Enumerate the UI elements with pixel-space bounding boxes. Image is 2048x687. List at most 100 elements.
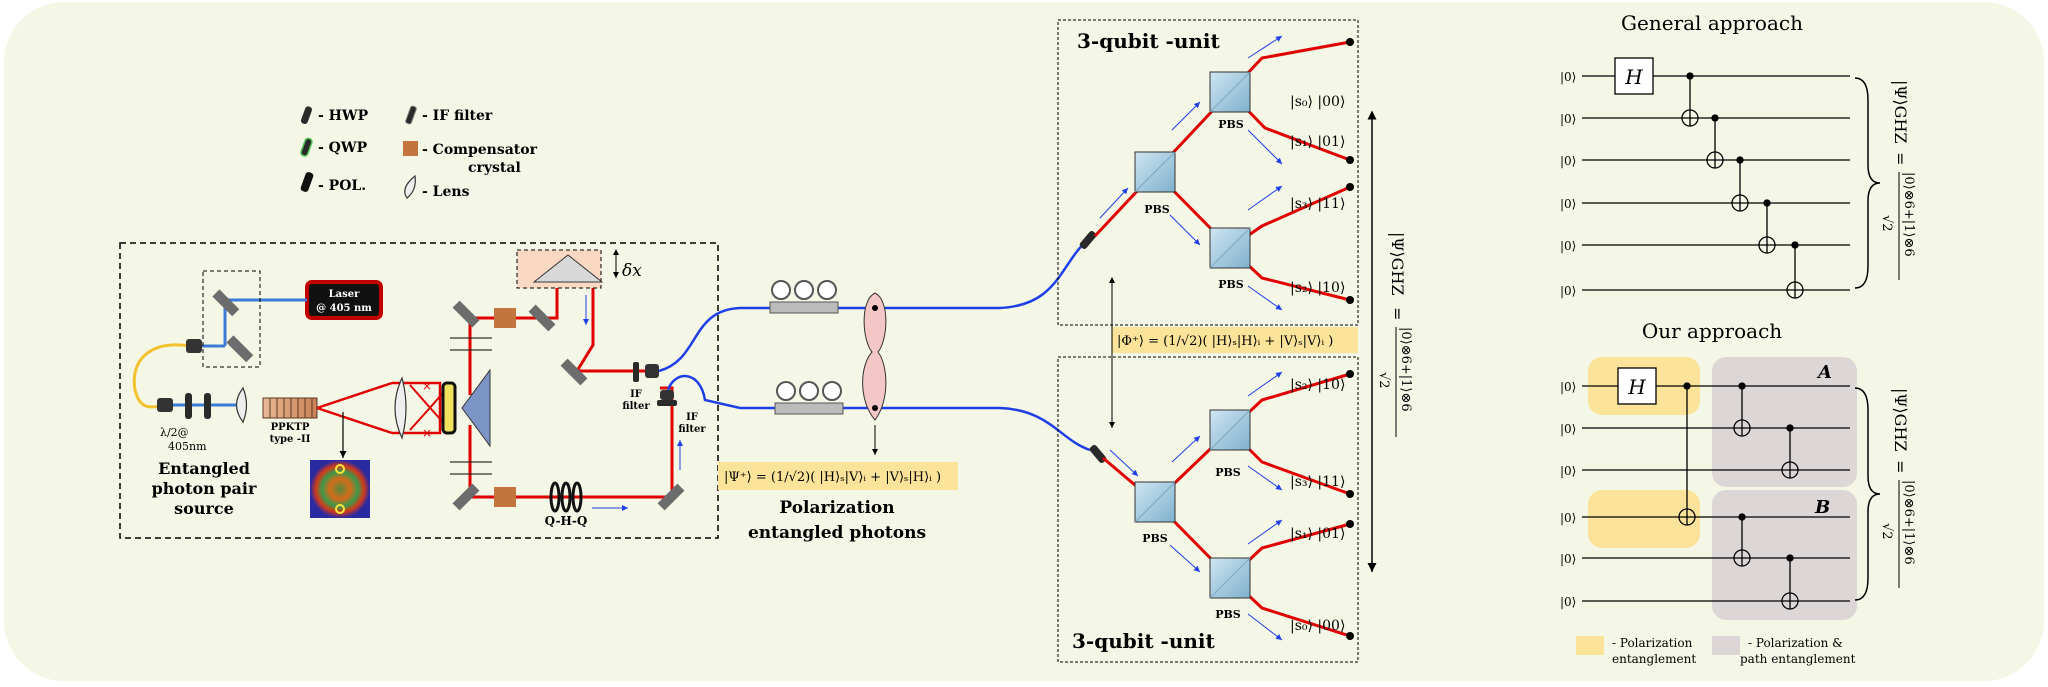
entanglement-shape bbox=[862, 292, 887, 421]
if-filter-bottom-label-2: filter bbox=[678, 424, 706, 435]
background-panel bbox=[4, 2, 2044, 681]
source-box bbox=[119, 242, 719, 539]
pol-legend-label: - POL. bbox=[318, 178, 366, 194]
top-unit-box bbox=[1057, 19, 1359, 326]
qhq-plate-1 bbox=[549, 481, 561, 513]
top-blue-arrow-1 bbox=[1099, 187, 1129, 219]
general-ket-1: |0⟩ bbox=[1560, 70, 1576, 84]
bottom-pbs-upper-label: PBS bbox=[1215, 466, 1241, 479]
general-ghz-eq: = bbox=[1891, 152, 1910, 165]
spdc-ring-marker-bottom bbox=[335, 504, 345, 514]
psi-plus-highlight bbox=[718, 462, 958, 490]
our-brace bbox=[1854, 387, 1881, 601]
if-filter-top-label-2: filter bbox=[622, 401, 650, 412]
fiber-loop bbox=[132, 343, 191, 409]
our-ket-2: |0⟩ bbox=[1560, 422, 1576, 436]
phi-plus-state: |Φ⁺⟩ = (1/√2)( |H⟩ₛ|H⟩ᵢ + |V⟩ₛ|V⟩ᵢ ) bbox=[1117, 334, 1333, 349]
bottom-pbs-lower-diag bbox=[1209, 557, 1251, 599]
general-hadamard-label: H bbox=[1624, 65, 1643, 89]
mirror-delay-output bbox=[560, 358, 588, 386]
laser-label: Laser bbox=[329, 289, 361, 300]
qwp-legend-label: - QWP bbox=[318, 140, 368, 156]
hwp-legend-icon bbox=[300, 106, 312, 124]
compensator-legend-label: - Compensator bbox=[422, 142, 538, 158]
path-highlight-b bbox=[1712, 490, 1857, 620]
fiber-coupler-bottom bbox=[660, 390, 674, 400]
qwp-legend-icon bbox=[300, 137, 313, 157]
pump-lens bbox=[235, 386, 248, 424]
bottom-blue-arrow-7 bbox=[1247, 613, 1283, 641]
our-cnots bbox=[1678, 382, 1799, 610]
polarization-label-2: entangled photons bbox=[748, 523, 926, 543]
our-ket-1: |0⟩ bbox=[1560, 380, 1576, 394]
bottom-output-4: |s₀⟩ |00⟩ bbox=[1290, 618, 1345, 634]
pol-element bbox=[441, 381, 457, 435]
our-ket-5: |0⟩ bbox=[1560, 552, 1576, 566]
top-blue-arrow-4 bbox=[1247, 129, 1283, 165]
bottom-detector-4 bbox=[1346, 632, 1354, 640]
our-approach-title: Our approach bbox=[1642, 319, 1782, 343]
legend-pol-swatch bbox=[1576, 636, 1604, 655]
top-unit-title: 3-qubit -unit bbox=[1077, 29, 1221, 53]
top-pbs-main-diag bbox=[1134, 151, 1176, 193]
qhq-plate-2 bbox=[560, 481, 572, 513]
qhq-plate-3 bbox=[571, 481, 583, 513]
general-ket-6: |0⟩ bbox=[1560, 284, 1576, 298]
top-blue-arrow-7 bbox=[1247, 285, 1283, 311]
ghz-middle-eq: = bbox=[1388, 307, 1407, 320]
ghz-middle-lhs: |Ψ⟩GHZ bbox=[1388, 232, 1407, 296]
bottom-unit-title: 3-qubit -unit bbox=[1072, 629, 1216, 653]
compensator-legend-icon bbox=[403, 141, 418, 156]
mirror-top-left bbox=[452, 300, 480, 328]
if-filter-legend-icon bbox=[405, 105, 417, 125]
pol-controller-bottom-paddle-1 bbox=[776, 381, 796, 401]
pol-highlight-bottom bbox=[1588, 490, 1700, 548]
pump-mirror-1 bbox=[212, 289, 240, 317]
delay-label: δx bbox=[622, 261, 642, 281]
entanglement-dot-bottom bbox=[872, 405, 878, 411]
cross-mark-bottom: × bbox=[422, 426, 432, 440]
top-output-1: |s₀⟩ |00⟩ bbox=[1290, 94, 1345, 110]
block-b-label: B bbox=[1814, 497, 1830, 518]
path-highlight-a bbox=[1712, 357, 1857, 487]
pol-controller-top-base bbox=[769, 301, 839, 314]
bottom-output-2: |s₃⟩ |11⟩ bbox=[1290, 474, 1345, 490]
top-output-2: |s₁⟩ |01⟩ bbox=[1290, 134, 1345, 150]
pickoff-prism bbox=[461, 368, 491, 448]
top-pbs-main-label: PBS bbox=[1144, 203, 1170, 216]
bottom-blue-arrow-4 bbox=[1247, 465, 1283, 491]
our-ghz-den: √2 bbox=[1879, 523, 1894, 540]
bottom-output-1: |s₂⟩ |10⟩ bbox=[1290, 377, 1345, 393]
psi-plus-state: |Ψ⁺⟩ = (1/√2)( |H⟩ₛ|V⟩ᵢ + |V⟩ₛ|H⟩ᵢ ) bbox=[724, 470, 941, 485]
spdc-ring-image bbox=[310, 460, 370, 518]
top-qubit-unit: 3-qubit -unit PBS PBS PBS |s₀⟩ |00⟩ |s₁⟩… bbox=[1057, 19, 1359, 326]
ppktp-type-label: type -II bbox=[270, 434, 311, 445]
cross-mark-top: × bbox=[422, 379, 432, 393]
top-detector-4 bbox=[1346, 296, 1354, 304]
top-pbs-lower-label: PBS bbox=[1218, 278, 1244, 291]
bottom-detector-1 bbox=[1346, 370, 1354, 378]
top-detector-2 bbox=[1346, 156, 1354, 164]
ghz-middle-den: √2 bbox=[1376, 372, 1391, 389]
if-filter-top-label: IF bbox=[630, 389, 642, 400]
spdc-cone bbox=[316, 381, 442, 435]
collimation-lens bbox=[394, 376, 407, 440]
bottom-pbs-lower-label: PBS bbox=[1215, 608, 1241, 621]
source-title: Entangled bbox=[158, 459, 250, 478]
compensator-bottom bbox=[494, 487, 516, 507]
ppktp-stripes bbox=[269, 398, 313, 418]
fiber-coupler-top bbox=[645, 364, 659, 378]
our-ket-3: |0⟩ bbox=[1560, 464, 1576, 478]
top-blue-arrow-2 bbox=[1171, 101, 1201, 131]
general-ket-2: |0⟩ bbox=[1560, 112, 1576, 126]
our-ghz-eq: = bbox=[1891, 460, 1910, 473]
pump-mirror-box bbox=[202, 270, 261, 368]
top-pbs-upper-diag bbox=[1209, 71, 1251, 113]
bottom-blue-arrow-6 bbox=[1247, 519, 1283, 545]
bottom-pbs-upper-diag bbox=[1209, 409, 1251, 451]
polarization-label: Polarization bbox=[779, 498, 894, 518]
general-approach-circuit: General approach |0⟩ |0⟩ |0⟩ |0⟩ |0⟩ |0⟩… bbox=[1560, 11, 1916, 299]
our-hadamard-gate bbox=[1617, 367, 1657, 405]
phi-plus-highlight bbox=[1112, 327, 1358, 353]
half-wave-wavelength: 405nm bbox=[168, 440, 207, 453]
